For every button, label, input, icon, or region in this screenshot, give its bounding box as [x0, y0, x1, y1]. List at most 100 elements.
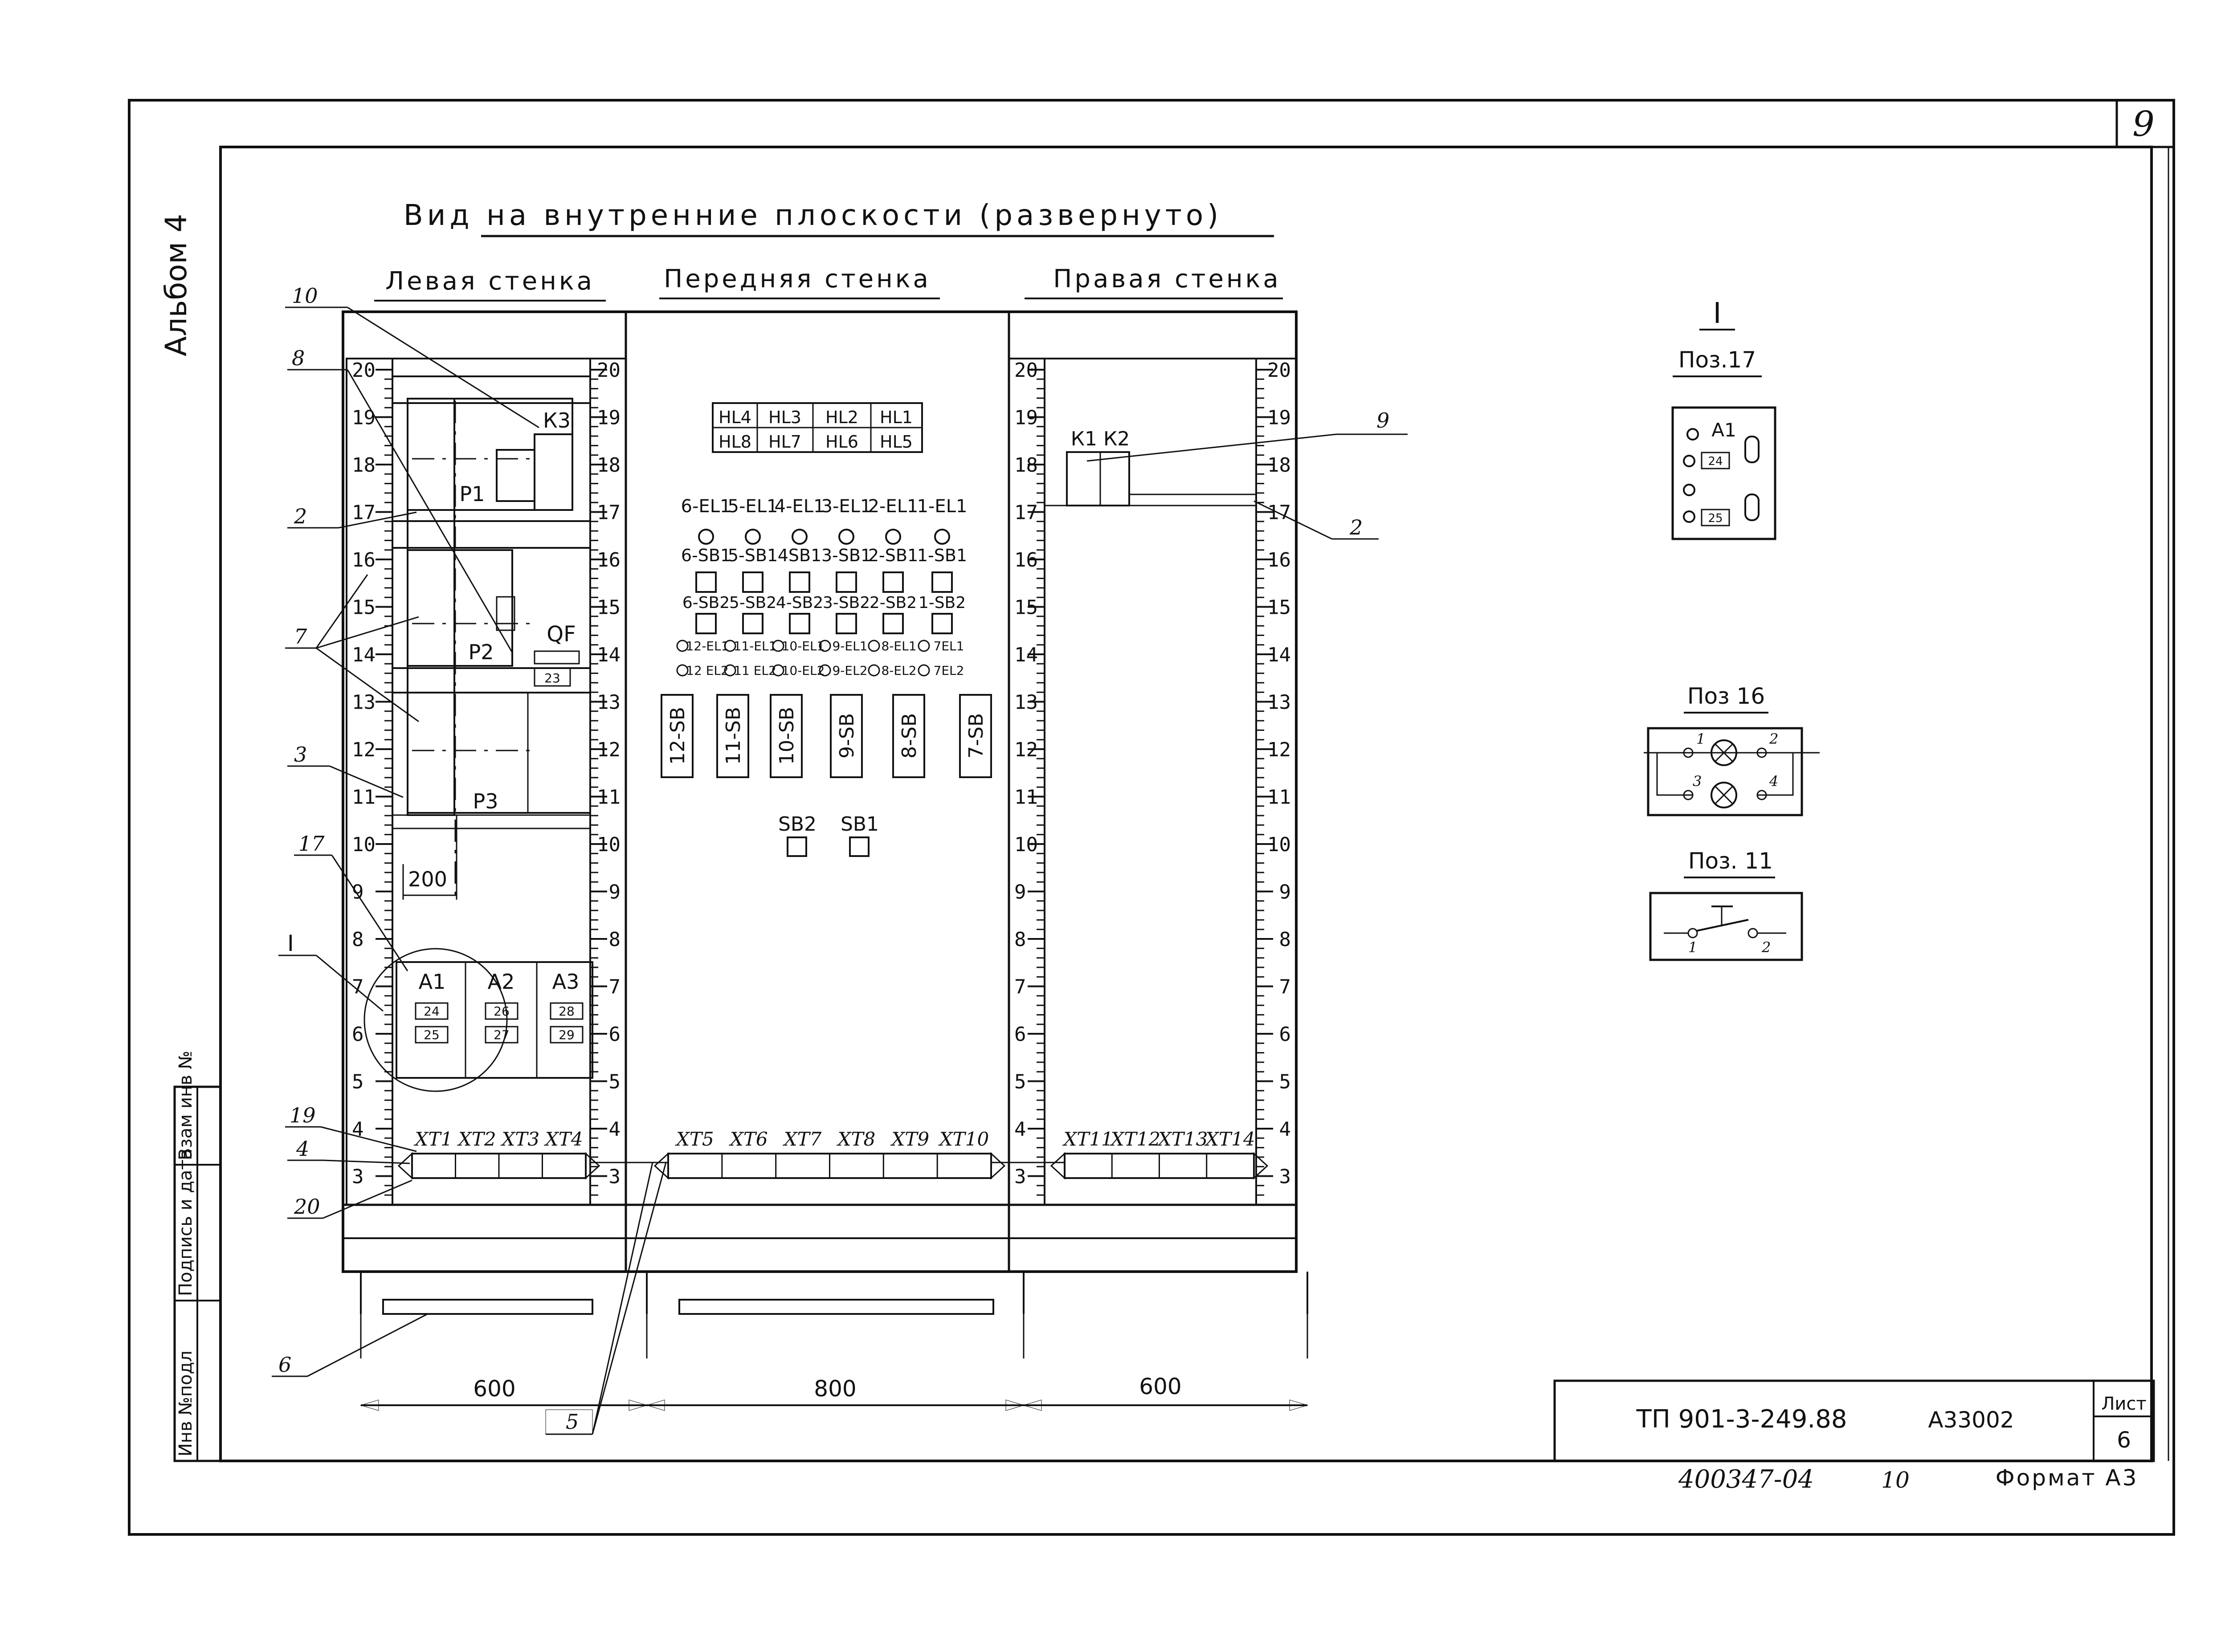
- relay-p3-body: [407, 692, 591, 814]
- ruler-label: 20: [352, 359, 376, 382]
- ruler-label: 9: [609, 881, 621, 904]
- button-label: 5-SB2: [729, 594, 776, 612]
- ruler-label: 16: [597, 549, 621, 571]
- lamp-label: 6-ЕL1: [681, 496, 731, 517]
- hl-lamp-label: НL4: [719, 408, 751, 427]
- svg-text:3: 3: [1693, 773, 1702, 790]
- terminal-label: ХТ7: [783, 1128, 822, 1150]
- push-button: [789, 613, 810, 634]
- lamp-label: 9-ЕL1: [832, 639, 867, 653]
- lamp-label: 9-ЕL2: [832, 663, 867, 678]
- label-p2: Р2: [468, 640, 494, 664]
- ruler-label: 14: [1014, 644, 1038, 666]
- ruler-label: 9: [1279, 881, 1291, 904]
- lamp-label: 7ЕL2: [934, 663, 964, 678]
- callout-19: 19: [290, 1103, 316, 1127]
- hl-lamp-label: НL1: [880, 408, 913, 427]
- ruler-label: 13: [597, 691, 621, 714]
- hl-lamp-label: НL3: [768, 408, 801, 427]
- ruler-label: 5: [352, 1071, 364, 1093]
- sb-block-label: 11-SB: [722, 707, 745, 765]
- label-p1: Р1: [459, 482, 485, 506]
- hl-lamp-label: НL8: [719, 432, 751, 452]
- lamp-label: 3-ЕL1: [821, 496, 872, 517]
- terminal-label: ХТ2: [457, 1128, 496, 1150]
- push-button: [836, 613, 857, 634]
- lamp-indicator: [772, 664, 784, 677]
- footer-copy: 10: [1881, 1467, 1910, 1493]
- lamp-label: 7ЕL1: [934, 639, 964, 653]
- sb-block: [770, 694, 803, 778]
- button-label: 5-SB1: [728, 546, 778, 565]
- svg-text:24: 24: [424, 1004, 440, 1019]
- ruler-label: 15: [597, 596, 621, 619]
- button-sb1: [849, 836, 870, 857]
- push-button: [836, 571, 857, 593]
- ruler-label: 12: [1267, 738, 1291, 761]
- ruler-label: 17: [352, 502, 376, 524]
- terminal-label: ХТ12: [1110, 1128, 1160, 1150]
- hl-lamp-label: НL5: [880, 432, 913, 452]
- callout-2-left: 2: [294, 504, 307, 528]
- callouts: 10 8 2 7 3 17 I 19 4 20 6: [272, 284, 1408, 1435]
- ruler-label: 14: [597, 644, 621, 666]
- dim-left-600: 600: [473, 1376, 515, 1402]
- callout-8: 8: [292, 346, 305, 370]
- stamp-inv-podl: Инв №подл: [176, 1350, 196, 1456]
- terminal-label: ХТ4: [544, 1128, 583, 1150]
- ruler-label: 7: [609, 976, 621, 999]
- button-sb2: [787, 836, 807, 857]
- drawing-title: Вид на внутренние плоскости (развернуто): [404, 199, 1222, 232]
- relay-k3-body: [534, 433, 573, 511]
- ruler-label: 8: [1279, 928, 1291, 951]
- page-number: 9: [2132, 104, 2155, 144]
- push-button: [931, 571, 953, 593]
- pos11-title: Поз. 11: [1688, 848, 1773, 874]
- ruler-label: 15: [1267, 596, 1291, 619]
- push-button: [742, 613, 763, 634]
- ruler-label: 11: [1267, 786, 1291, 809]
- sb-block-label: 8-SB: [898, 713, 921, 759]
- ruler-label: 6: [1279, 1023, 1291, 1046]
- terminal-label: ХТ9: [890, 1128, 929, 1150]
- callout-17: 17: [298, 832, 325, 856]
- stamp-signature-date: Подпись и дата: [176, 1149, 196, 1296]
- ruler-label: 16: [1014, 549, 1038, 571]
- callout-9: 9: [1376, 408, 1389, 432]
- ruler-label: 20: [597, 359, 621, 382]
- sb-block-label: 7-SB: [965, 713, 988, 759]
- callout-4: 4: [296, 1137, 309, 1161]
- ruler-label: 10: [597, 833, 621, 856]
- qf-breaker: [534, 650, 580, 665]
- lamp-indicator: [934, 529, 950, 545]
- ruler-label: 14: [1267, 644, 1291, 666]
- ruler-label: 6: [609, 1023, 621, 1046]
- cabinet-outline: [342, 310, 1308, 1358]
- lamp-indicator: [838, 529, 854, 545]
- lamp-label: 1-ЕL1: [917, 496, 968, 517]
- lamp-indicator: [918, 664, 930, 677]
- ruler-label: 15: [1014, 596, 1038, 619]
- detail-pos11: Поз. 11 1 2: [1649, 848, 1803, 961]
- button-label: 1-SB1: [917, 546, 967, 565]
- svg-text:29: 29: [559, 1028, 575, 1042]
- dim-front-800: 800: [814, 1376, 856, 1402]
- lamp-indicator: [676, 640, 689, 652]
- ruler-label: 8: [609, 928, 621, 951]
- button-label: 2-SB1: [868, 546, 918, 565]
- lamp-label: 10-ЕL1: [782, 639, 825, 653]
- ruler-label: 6: [352, 1023, 364, 1046]
- ruler-label: 5: [1279, 1071, 1291, 1093]
- lamp-indicator: [724, 640, 736, 652]
- ruler-label: 8: [352, 928, 364, 951]
- ruler-label: 20: [1267, 359, 1291, 382]
- detail-pos16: Поз 16 1 2 3 4: [1644, 683, 1820, 816]
- stamp-vzam-inv: Взам инв №: [176, 1051, 196, 1160]
- ruler-label: 5: [609, 1071, 621, 1093]
- push-button: [695, 571, 717, 593]
